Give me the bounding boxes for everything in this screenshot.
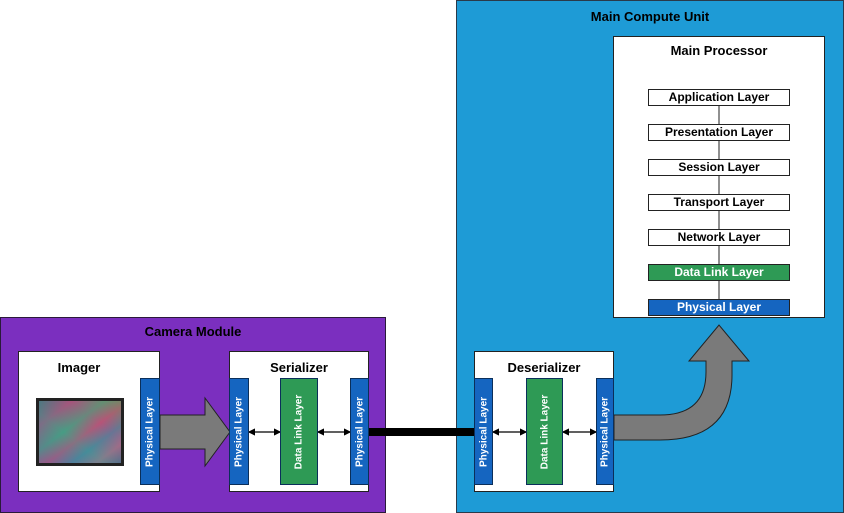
deserializer-title: Deserializer xyxy=(507,360,581,375)
data-link-layer: Data Link Layer xyxy=(648,264,790,281)
presentation-layer: Presentation Layer xyxy=(648,124,790,141)
serializer-data-link-layer: Data Link Layer xyxy=(280,378,318,485)
camera-module-title: Camera Module xyxy=(144,324,242,339)
imager-physical-layer: Physical Layer xyxy=(140,378,160,485)
main-processor-title: Main Processor xyxy=(670,43,768,58)
physical-layer: Physical Layer xyxy=(648,299,790,316)
session-layer: Session Layer xyxy=(648,159,790,176)
transport-layer: Transport Layer xyxy=(648,194,790,211)
deserializer-physical-layer-left: Physical Layer xyxy=(474,378,493,485)
application-layer: Application Layer xyxy=(648,89,790,106)
deserializer-data-link-layer: Data Link Layer xyxy=(526,378,563,485)
deserializer-physical-layer-right: Physical Layer xyxy=(596,378,614,485)
network-layer: Network Layer xyxy=(648,229,790,246)
deserializer-to-processor-arrow xyxy=(613,324,751,441)
serializer-physical-layer-right: Physical Layer xyxy=(350,378,369,485)
serial-link-cable xyxy=(369,428,474,436)
serializer-title: Serializer xyxy=(270,360,328,375)
main-compute-unit-title: Main Compute Unit xyxy=(590,9,710,24)
serializer-physical-layer-left: Physical Layer xyxy=(229,378,249,485)
image-sensor-picture xyxy=(36,398,124,466)
imager-title: Imager xyxy=(57,360,101,375)
imager-to-serializer-arrow xyxy=(159,396,231,468)
